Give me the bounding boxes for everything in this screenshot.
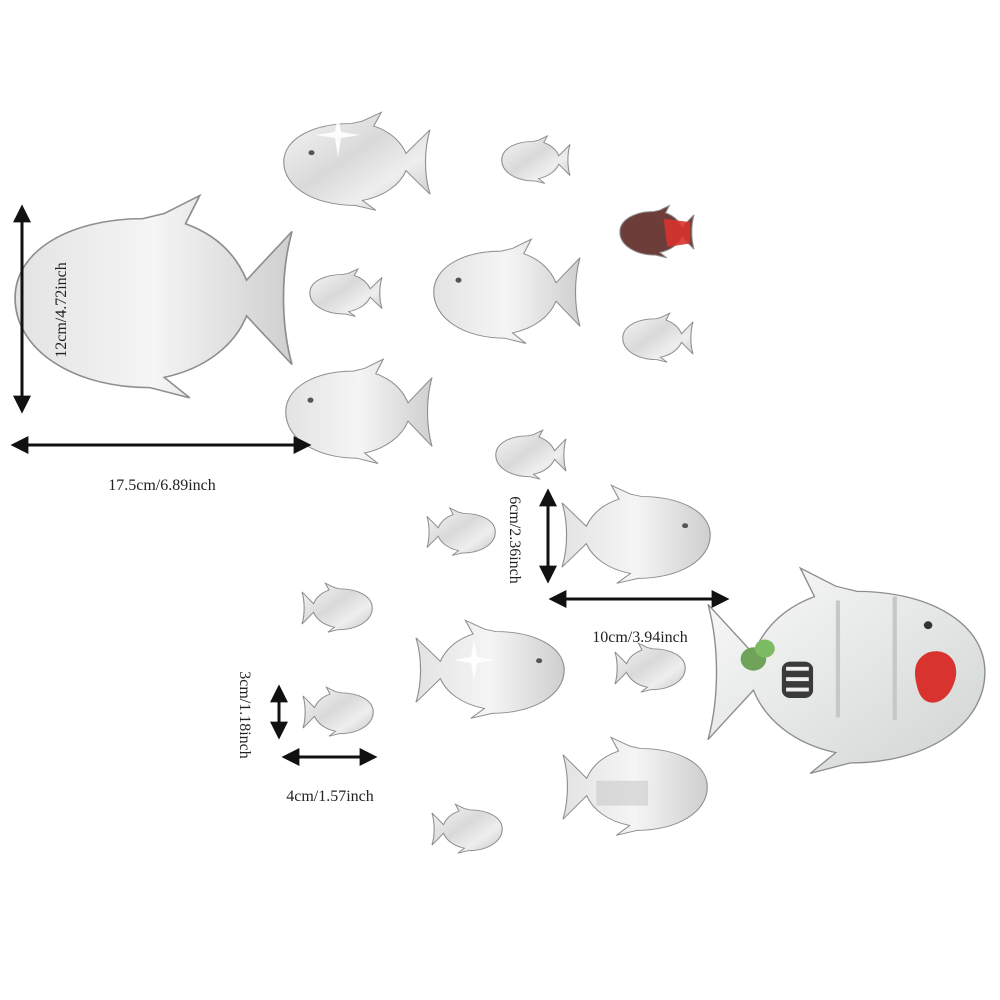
fish-small-bottom bbox=[431, 803, 503, 854]
fish-small-r2 bbox=[301, 582, 373, 633]
fish-middle bbox=[433, 238, 581, 345]
fish-small-r3 bbox=[614, 642, 686, 693]
fish-tiny-mid bbox=[309, 268, 383, 317]
fish-small-r1 bbox=[426, 507, 496, 556]
sparkle-icon bbox=[316, 113, 360, 157]
sparkle-icon bbox=[454, 640, 494, 680]
fish-bottom-center bbox=[562, 736, 708, 836]
large-fish-height-label: 12cm/4.72inch bbox=[53, 262, 70, 358]
fish-red-reflection bbox=[619, 205, 695, 259]
large-fish-width-label: 17.5cm/6.89inch bbox=[108, 477, 216, 494]
medium-fish bbox=[561, 484, 711, 584]
fish-top-1 bbox=[283, 111, 431, 211]
fish-small-top bbox=[501, 135, 571, 184]
fish-small-right bbox=[622, 312, 694, 363]
small-fish bbox=[302, 686, 374, 737]
small-fish-width-label: 4cm/1.57inch bbox=[286, 788, 374, 805]
fish-small-center bbox=[495, 429, 567, 480]
medium-fish-width-label: 10cm/3.94inch bbox=[592, 629, 688, 646]
fish-lower-center bbox=[415, 619, 565, 719]
small-fish-height-label: 3cm/1.18inch bbox=[236, 671, 253, 759]
large-fish-reflection bbox=[707, 567, 986, 775]
fish-lower-left bbox=[285, 358, 433, 465]
medium-fish-height-label: 6cm/2.36inch bbox=[506, 496, 523, 584]
